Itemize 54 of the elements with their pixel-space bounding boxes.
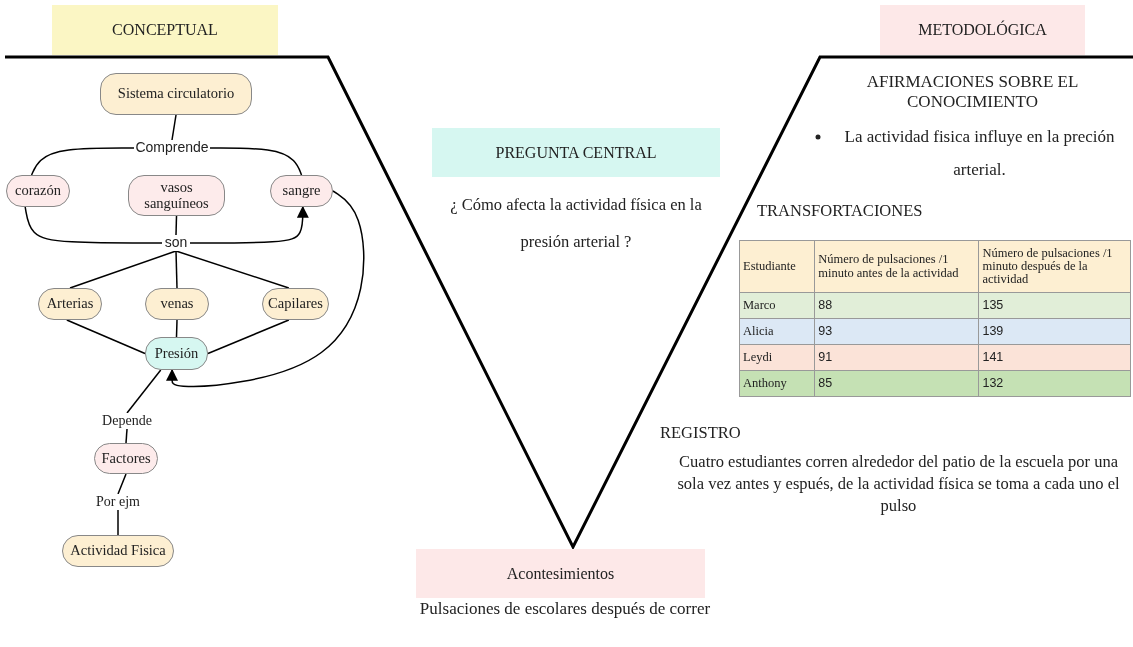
- concept-node: Arterias: [38, 288, 102, 320]
- concept-node: Sistema circulatorio: [100, 73, 252, 115]
- table-cell: 139: [978, 318, 1131, 345]
- table-cell: 91: [814, 344, 979, 371]
- table-cell: Anthony: [739, 370, 815, 397]
- connector-line: [171, 114, 177, 141]
- table-cell: Leydi: [739, 344, 815, 371]
- concept-node: Actividad Fisica: [62, 535, 174, 567]
- description-text: Cuatro estudiantes corren alrededor del patio de la escuela por una sola vez antes y espués, de la actividad física se toma a cada uno el pulso: [676, 451, 1121, 517]
- table-cell: Alicia: [739, 318, 815, 345]
- connector-line: [207, 319, 290, 355]
- connector-line: [30, 147, 135, 176]
- connector-line: [126, 369, 162, 414]
- table-cell: 132: [978, 370, 1131, 397]
- concept-node: Factores: [94, 443, 158, 474]
- table-header-cell: Estudiante: [739, 240, 815, 293]
- concept-node: sangre: [270, 175, 333, 207]
- connector-line: [69, 250, 177, 289]
- concept-node: vasos sanguíneos: [128, 175, 225, 216]
- connector-line: [125, 428, 128, 444]
- concept-node: venas: [145, 288, 209, 320]
- concept-node: corazón: [6, 175, 70, 207]
- concept-node: Capilares: [262, 288, 329, 320]
- bullet-text: La actividad fisica influye en la preción arterial.: [843, 126, 1116, 181]
- arrow: [189, 205, 309, 244]
- arrow: [166, 190, 365, 388]
- section-heading: AFIRMACIONES SOBRE EL CONOCIMIENTO: [865, 72, 1080, 112]
- connector-line: [24, 206, 163, 244]
- section-heading: TRANSFORTACIONES: [757, 201, 924, 221]
- connector-line: [175, 319, 178, 338]
- connector-line: [209, 147, 303, 176]
- table-cell: 85: [814, 370, 979, 397]
- linking-phrase: Comprende: [134, 140, 210, 156]
- connector-line: [175, 215, 178, 236]
- section-header-band: PREGUNTA CENTRAL: [432, 128, 720, 177]
- connector-line: [66, 319, 146, 355]
- concept-node: Presión: [145, 337, 208, 370]
- connector-line: [117, 473, 127, 495]
- table-cell: 135: [978, 292, 1131, 319]
- section-heading: REGISTRO: [660, 423, 742, 443]
- connector-line: [117, 509, 119, 536]
- section-header-band: CONCEPTUAL: [52, 5, 278, 55]
- table-cell: 88: [814, 292, 979, 319]
- section-header-band: Acontesimientos: [416, 549, 705, 598]
- table-cell: Marco: [739, 292, 815, 319]
- table-header-cell: Número de pulsaciones /1 minuto antes de la actividad: [814, 240, 979, 293]
- description-text: Pulsaciones de escolares después de correr: [418, 598, 712, 620]
- connector-line: [175, 250, 290, 289]
- connector-line: [175, 250, 178, 289]
- section-header-band: METODOLÓGICA: [880, 5, 1085, 55]
- description-text: ¿ Cómo afecta la actividad física en la presión arterial ?: [449, 194, 703, 253]
- table-cell: 93: [814, 318, 979, 345]
- table-header-cell: Número de pulsaciones /1 minuto después de la actividad: [978, 240, 1131, 293]
- table-cell: 141: [978, 344, 1131, 371]
